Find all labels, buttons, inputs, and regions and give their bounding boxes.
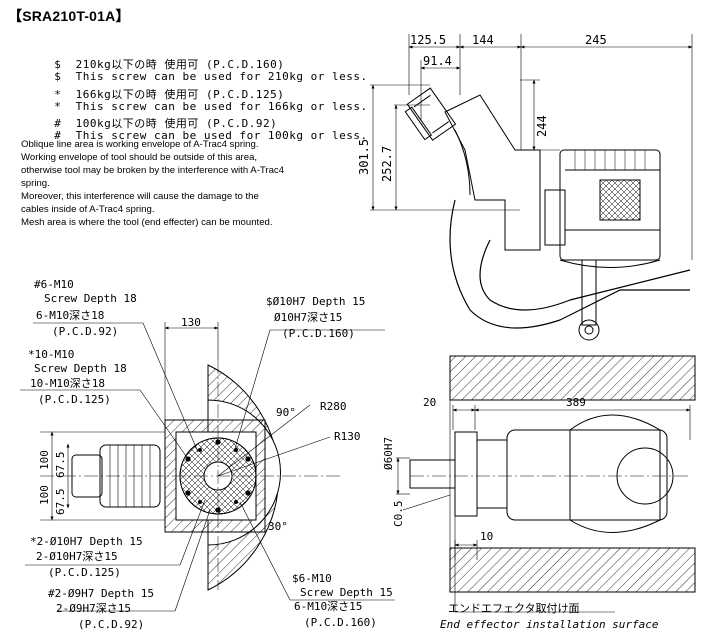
note-1-en-text: This screw can be used for 210kg or less… <box>75 70 368 83</box>
callout-6-line-3: 6-M10深さ15 <box>294 600 362 613</box>
note-2-symbol: * <box>54 88 62 101</box>
note-3-symbol: # <box>54 117 62 130</box>
callout-5-line-3: (P.C.D.92) <box>78 618 144 631</box>
callout-3-line-1: $Ø10H7 Depth 15 <box>266 295 365 308</box>
note-1-symbol: $ <box>54 58 62 71</box>
callout-2-line-3: 10-M10深さ18 <box>30 377 105 390</box>
note-1-jp-text: 210kg以下の時 使用可 (P.C.D.160) <box>75 58 285 71</box>
callout-1-line-2: Screw Depth 18 <box>44 292 137 305</box>
dim-252-7: 252.7 <box>380 146 394 182</box>
callout-3-line-2: Ø10H7深さ15 <box>274 311 342 324</box>
callout-2-line-2: Screw Depth 18 <box>34 362 127 375</box>
note-2-jp-text: 166kg以下の時 使用可 (P.C.D.125) <box>75 88 285 101</box>
installation-surface-jp: エンドエフェクタ取付け面 <box>448 602 580 615</box>
callout-4-line-1: *2-Ø10H7 Depth 15 <box>30 535 143 548</box>
body-line: spring. <box>21 178 50 189</box>
top-view <box>370 34 693 341</box>
note-2-symbol-en: * <box>54 100 62 113</box>
callout-1-line-3: 6-M10深さ18 <box>36 309 104 322</box>
body-line: Moreover, this interference will cause t… <box>21 191 259 202</box>
callout-5-line-1: #2-Ø9H7 Depth 15 <box>48 587 154 600</box>
dim-dia-60h7: Ø60H7 <box>382 437 395 470</box>
note-2-jp: * 166kg以下の時 使用可 (P.C.D.125) <box>40 73 284 102</box>
dim-100-b: 100 <box>38 485 51 505</box>
dim-10: 10 <box>480 530 493 543</box>
dim-r280: R280 <box>320 400 347 413</box>
callout-1-line-1: #6-M10 <box>34 278 74 291</box>
body-line: Mesh area is where the tool (end effecte… <box>21 217 273 228</box>
note-3-symbol-en: # <box>54 129 62 142</box>
callout-2-line-4: (P.C.D.125) <box>38 393 111 406</box>
dim-130: 130 <box>181 316 201 329</box>
top-view-dims: 125.5 144 245 91.4 301.5 252.7 244 <box>357 33 607 182</box>
body-line: Working envelope of tool should be outsi… <box>21 152 258 163</box>
callout-6-line-2: Screw Depth 15 <box>300 586 393 599</box>
callout-6-line-4: (P.C.D.160) <box>304 616 377 629</box>
note-3-jp-text: 100kg以下の時 使用可 (P.C.D.92) <box>75 117 278 130</box>
note-1-jp: $ 210kg以下の時 使用可 (P.C.D.160) <box>40 43 284 72</box>
dim-91-4: 91.4 <box>423 54 452 68</box>
callout-4-line-3: (P.C.D.125) <box>48 566 121 579</box>
note-2-en-text: This screw can be used for 166kg or less… <box>75 100 368 113</box>
dim-c0-5: C0.5 <box>392 501 405 528</box>
dim-30-deg: 30° <box>268 520 288 533</box>
dim-20: 20 <box>423 396 436 409</box>
dim-67-5-a: 67.5 <box>54 452 67 479</box>
note-1-en: $ This screw can be used for 210kg or le… <box>40 57 368 83</box>
dim-301-5: 301.5 <box>357 139 371 175</box>
callout-4-line-2: 2-Ø10H7深さ15 <box>36 550 118 563</box>
body-line: Oblique line area is working envelope of… <box>21 139 259 150</box>
note-3-jp: # 100kg以下の時 使用可 (P.C.D.92) <box>40 102 277 131</box>
front-view <box>20 322 395 612</box>
note-3-en: # This screw can be used for 100kg or le… <box>40 116 368 142</box>
body-line: otherwise tool may be broken by the inte… <box>21 165 285 176</box>
side-view <box>396 355 696 613</box>
dim-144: 144 <box>472 33 494 47</box>
envelope-explanation: Oblique line area is working envelope of… <box>21 138 361 229</box>
dim-67-5-b: 67.5 <box>54 489 67 516</box>
dim-90-deg: 90° <box>276 406 296 419</box>
dim-125-5: 125.5 <box>410 33 446 47</box>
callout-3-line-3: (P.C.D.160) <box>282 327 355 340</box>
callout-1-line-4: (P.C.D.92) <box>52 325 118 338</box>
front-view-text: #6-M10 Screw Depth 18 6-M10深さ18 (P.C.D.9… <box>28 278 393 631</box>
callout-6-line-1: $6-M10 <box>292 572 332 585</box>
dim-244: 244 <box>535 115 549 137</box>
body-line: cables inside of A-Trac4 spring. <box>21 204 155 215</box>
callout-5-line-2: 2-Ø9H7深さ15 <box>56 602 131 615</box>
installation-surface-en: End effector installation surface <box>440 618 659 631</box>
dim-100-a: 100 <box>38 450 51 470</box>
dim-r130: R130 <box>334 430 361 443</box>
callout-2-line-1: *10-M10 <box>28 348 74 361</box>
note-3-en-text: This screw can be used for 100kg or less… <box>75 129 368 142</box>
side-view-text: 20 389 Ø60H7 C0.5 10 エンドエフェクタ取付け面 End ef… <box>382 396 659 631</box>
dim-245: 245 <box>585 33 607 47</box>
dim-389: 389 <box>566 396 586 409</box>
note-2-en: * This screw can be used for 166kg or le… <box>40 87 368 113</box>
drawing-title: 【SRA210T-01A】 <box>8 8 130 24</box>
note-1-symbol-en: $ <box>54 70 62 83</box>
